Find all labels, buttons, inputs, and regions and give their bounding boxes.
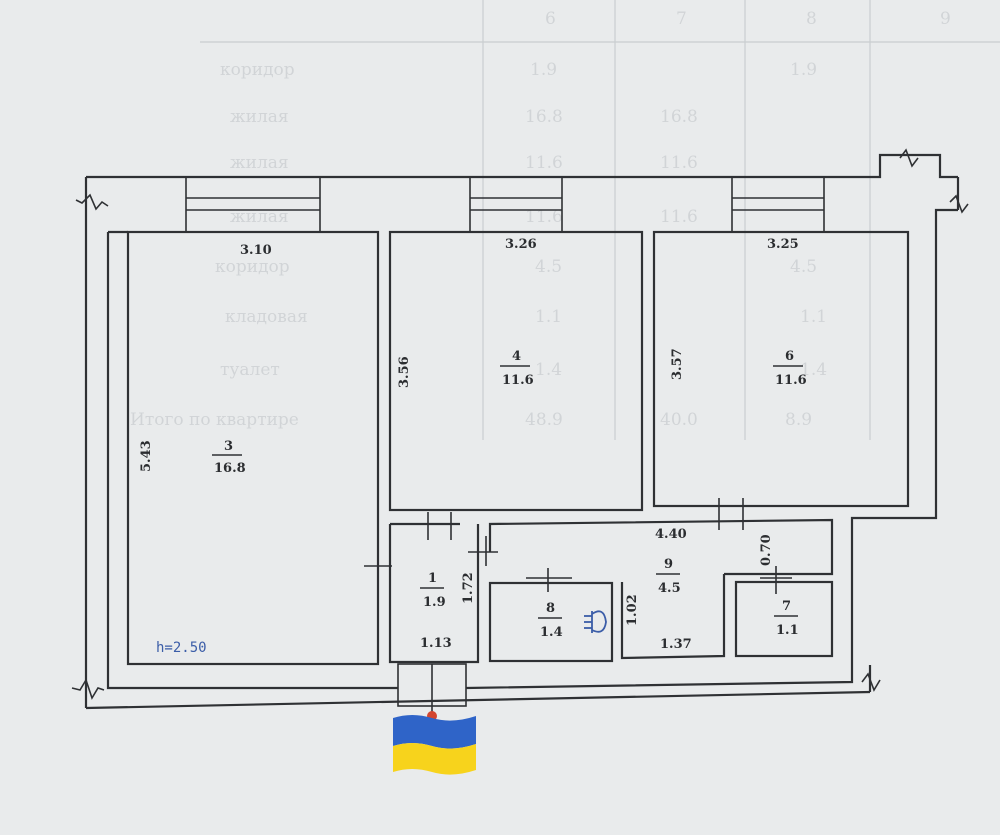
room-4-area: 11.6 (502, 373, 534, 388)
room-9-number: 9 (664, 557, 673, 572)
bg-cell: 1.9 (790, 60, 817, 80)
bg-cell: 11.6 (660, 207, 698, 227)
bg-cell: 4.5 (790, 257, 817, 277)
bg-cell: 1.9 (530, 60, 557, 80)
room-1 (388, 524, 480, 664)
ukraine-flag-icon (393, 711, 476, 775)
bg-row-name: жилая (230, 107, 289, 127)
windows (185, 176, 825, 233)
window-room-6 (731, 176, 825, 233)
room-7-number: 7 (782, 599, 791, 614)
bg-cell: 1.4 (535, 360, 562, 380)
bg-cell: 40.0 (660, 410, 698, 430)
room-6-number: 6 (785, 349, 794, 364)
room-1-area: 1.9 (423, 595, 446, 610)
bg-header-8: 8 (806, 9, 817, 29)
dimension-labels: 3.10 3.26 3.25 5.43 3.56 3.57 4.40 0.70 … (139, 237, 799, 652)
room-4-number: 4 (512, 349, 521, 364)
room-8 (488, 581, 614, 663)
bg-row-name: Итого по квартире (130, 410, 299, 430)
room-9 (488, 518, 834, 576)
dim-room4-width: 3.26 (505, 237, 537, 252)
bg-header-9: 9 (940, 9, 951, 29)
ceiling-height: h=2.50 (156, 640, 207, 656)
bg-cell: 11.6 (660, 153, 698, 173)
dim-room6-length: 3.57 (670, 348, 685, 380)
bg-cell: 8.9 (785, 410, 812, 430)
dim-room6-width: 3.25 (767, 237, 799, 252)
room-4 (388, 230, 644, 512)
room-9-area: 4.5 (658, 581, 681, 596)
room-labels: 3 16.8 4 11.6 6 11.6 1 1.9 8 1.4 9 4.5 7… (156, 349, 807, 656)
room-3-area: 16.8 (214, 461, 246, 476)
room-8-number: 8 (546, 601, 555, 616)
bg-cell: 1.1 (535, 307, 562, 327)
bg-header-7: 7 (676, 9, 687, 29)
bg-cell: 48.9 (525, 410, 563, 430)
background-table: 6 7 8 9 коридор 1.9 1.9 жилая 16.8 16.8 … (130, 0, 1000, 440)
bg-cell: 1.1 (800, 307, 827, 327)
room-6 (652, 230, 910, 508)
dim-corridor-width: 0.70 (759, 534, 774, 566)
bg-row-name: жилая (230, 153, 289, 173)
dim-room4-length: 3.56 (397, 356, 412, 388)
room-7 (734, 580, 834, 658)
bg-cell: 11.6 (525, 207, 563, 227)
bg-header-6: 6 (545, 9, 556, 29)
dim-room8-length: 1.02 (625, 594, 640, 626)
bg-row-name: туалет (220, 360, 280, 380)
room-1-number: 1 (428, 571, 437, 586)
rooms (126, 230, 910, 716)
dim-corridor-length: 4.40 (655, 527, 687, 542)
bg-cell: 4.5 (535, 257, 562, 277)
dim-room1-length: 1.72 (461, 572, 476, 604)
room-6-area: 11.6 (775, 373, 807, 388)
dim-room3-width: 3.10 (240, 243, 272, 258)
bg-cell: 1.4 (800, 360, 827, 380)
toilet-icon (584, 610, 607, 633)
dim-room3-length: 5.43 (139, 440, 154, 472)
bg-row-name: жилая (230, 207, 289, 227)
bg-cell: 16.8 (660, 107, 698, 127)
bg-row-name: кладовая (225, 307, 308, 327)
bg-cell: 16.8 (525, 107, 563, 127)
bg-row-name: коридор (215, 257, 290, 277)
room-7-area: 1.1 (776, 623, 799, 638)
room-3-number: 3 (224, 439, 233, 454)
bg-row-name: коридор (220, 60, 295, 80)
dim-room1-width: 1.13 (420, 636, 452, 651)
dim-corridor-end: 1.37 (660, 637, 692, 652)
bg-cell: 11.6 (525, 153, 563, 173)
room-3 (126, 230, 380, 666)
room-8-area: 1.4 (540, 625, 563, 640)
